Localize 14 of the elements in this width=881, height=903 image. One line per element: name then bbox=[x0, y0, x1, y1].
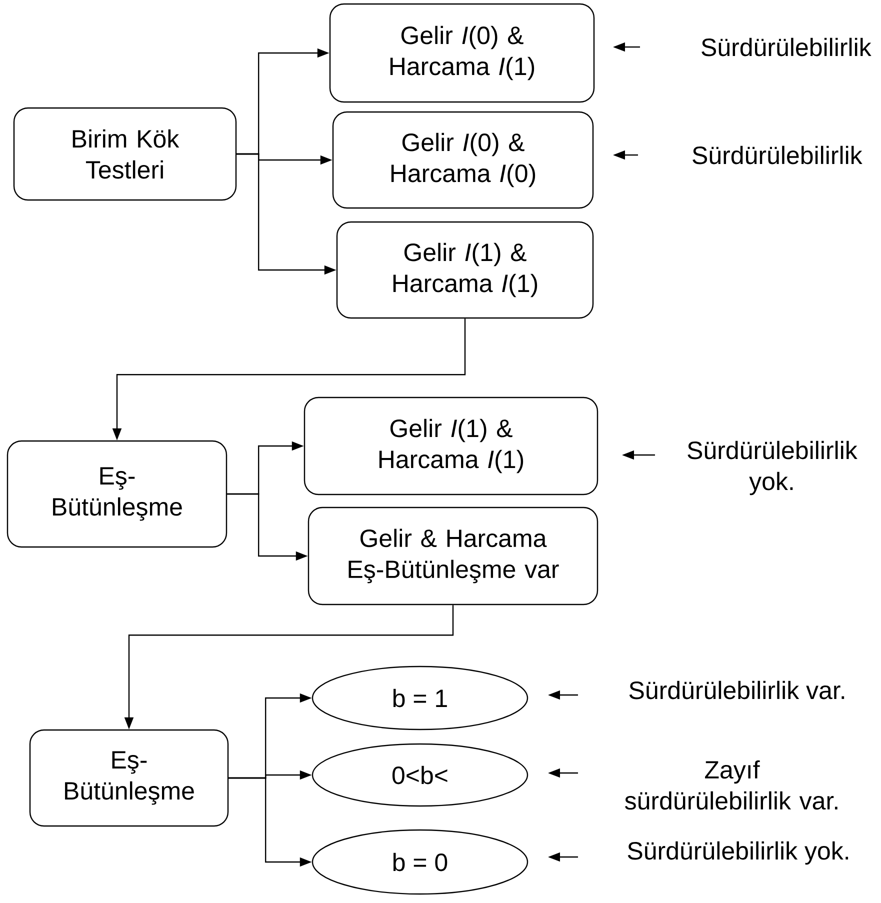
result-label: Sürdürülebilirlik yok. bbox=[688, 440, 858, 496]
result-label: Zayıf sürdürülebilirlik var. bbox=[625, 760, 838, 810]
result-label: Sürdürülebilirlik bbox=[702, 38, 872, 56]
process-box: Gelir I(0) & Harcama I(0) bbox=[332, 111, 594, 209]
result-label: Sürdürülebilirlik yok. bbox=[628, 841, 848, 865]
process-box: Eş- Bütünleşme bbox=[29, 729, 229, 827]
process-box: Gelir I(1) & Harcama I(1) bbox=[336, 221, 594, 319]
process-box: Gelir I(0) & Harcama I(1) bbox=[329, 3, 595, 103]
process-box: Gelir & Harcama Eş-Bütünleşme var bbox=[308, 506, 598, 606]
result-label: Sürdürülebilirlik var. bbox=[629, 680, 844, 700]
result-label: Sürdürülebilirlik bbox=[692, 146, 862, 164]
process-box: Birim Kök Testleri bbox=[13, 107, 237, 201]
process-box: Eş- Bütünleşme bbox=[6, 440, 228, 548]
process-box: Gelir I(1) & Harcama I(1) bbox=[304, 396, 598, 496]
